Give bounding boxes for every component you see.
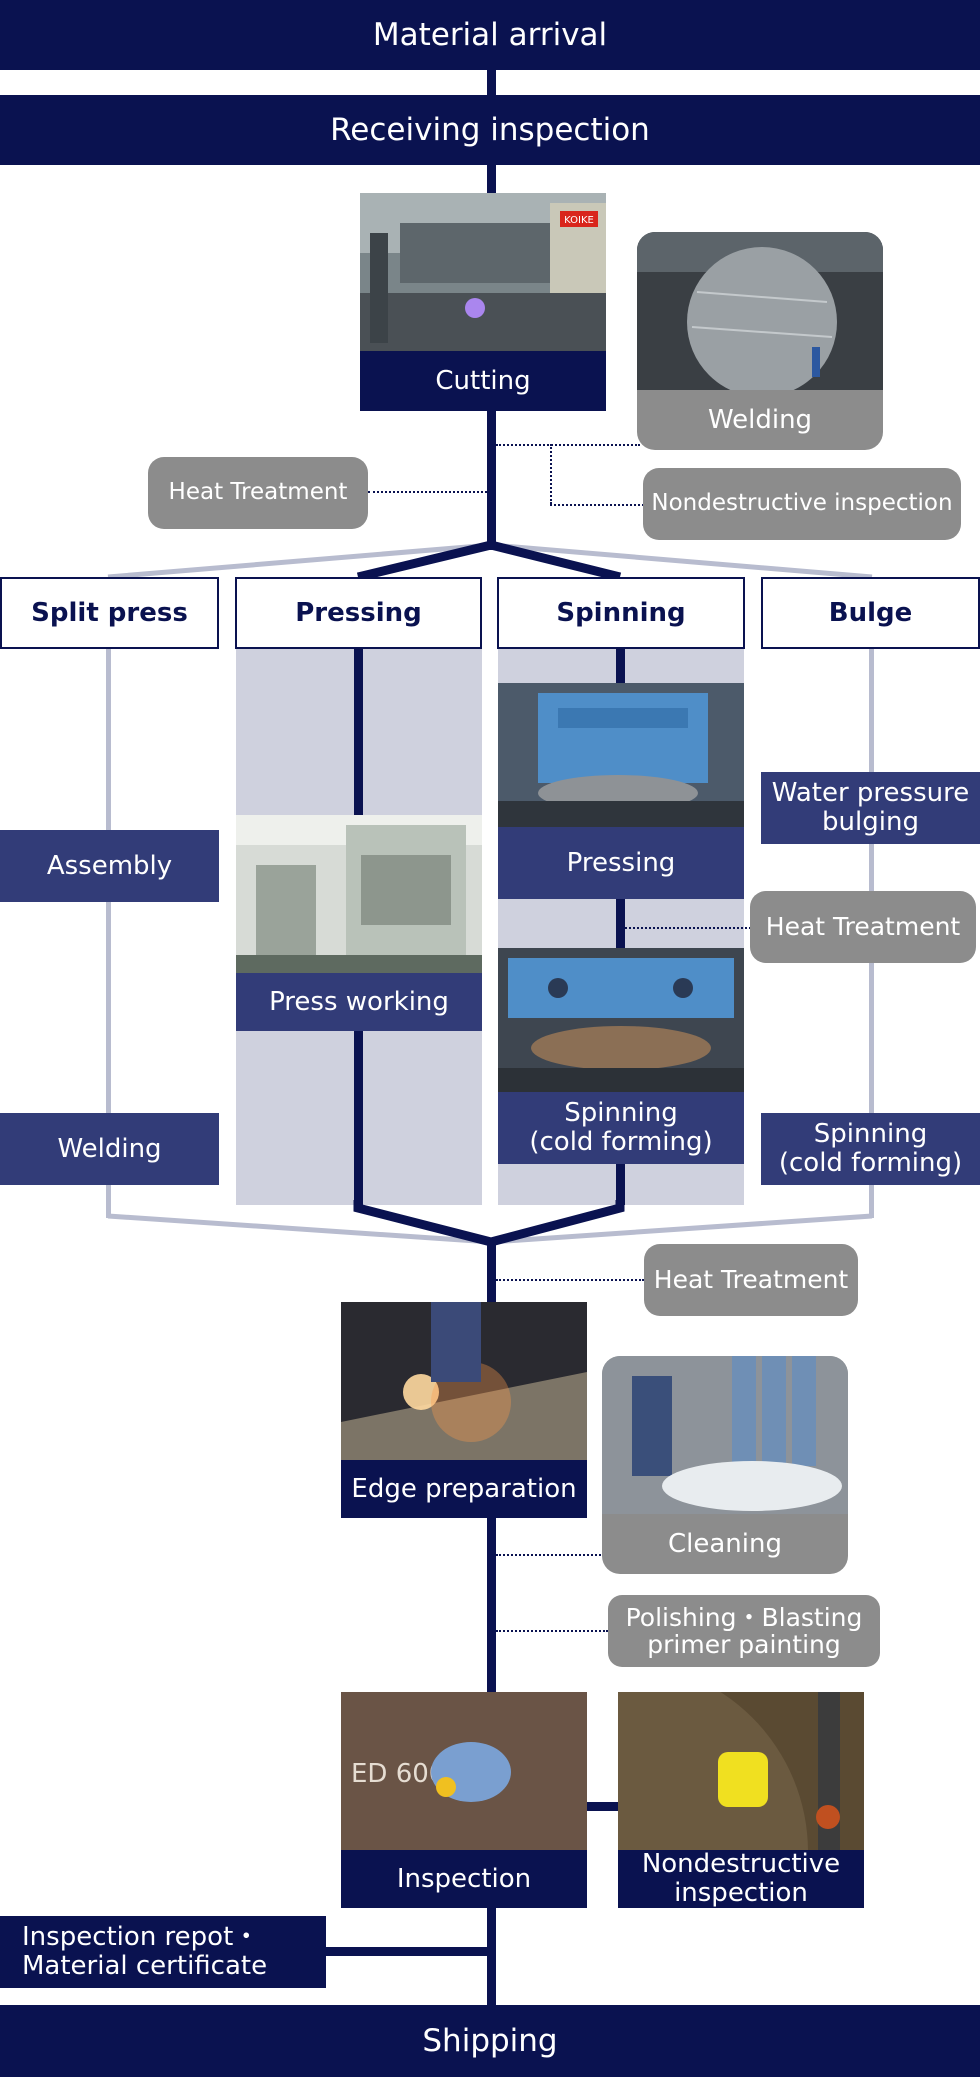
bulge-heat-treatment: Heat Treatment — [750, 891, 976, 963]
bulge-spinning-line2: (cold forming) — [778, 1148, 963, 1178]
inspection-photo: ED 6000 — [341, 1692, 587, 1850]
nondestructive-bottom-label: Nondestructive inspection — [618, 1850, 864, 1908]
nondestructive-bottom-photo — [618, 1692, 864, 1850]
receiving-inspection-bar: Receiving inspection — [0, 95, 980, 165]
split-press-flow-line — [106, 648, 111, 1218]
bulge-spinning-line1: Spinning — [813, 1119, 928, 1150]
press-working-photo — [236, 815, 482, 973]
branch-split-connector — [107, 540, 873, 582]
connector-welding-top — [496, 444, 640, 446]
connector-report — [326, 1947, 491, 1956]
bulge-spinning: Spinning (cold forming) — [761, 1113, 980, 1185]
welding-top-card: Welding — [637, 232, 883, 450]
edge-preparation-photo — [341, 1302, 587, 1460]
cutting-label: Cutting — [360, 351, 606, 411]
spinning-cold-line1: Spinning — [564, 1098, 678, 1129]
polishing-line1: Polishing・Blasting — [625, 1602, 863, 1632]
report-line2: Material certificate — [22, 1951, 268, 1981]
spinning-pressing-label: Pressing — [498, 827, 744, 899]
pressing-header: Pressing — [235, 577, 482, 649]
shipping-bar: Shipping — [0, 2005, 980, 2077]
polishing-line2: primer painting — [647, 1630, 841, 1659]
spinning-header: Spinning — [497, 577, 745, 649]
bulge-water-line1: Water pressure — [771, 778, 970, 809]
split-press-header: Split press — [0, 577, 219, 649]
bulge-water-pressure: Water pressure bulging — [761, 772, 980, 844]
split-press-assembly: Assembly — [0, 830, 219, 902]
spinning-flow-line-front — [616, 645, 625, 1205]
cleaning-photo — [602, 1356, 848, 1514]
cutting-photo: KOIKE — [360, 193, 606, 351]
split-press-welding: Welding — [0, 1113, 219, 1185]
report-line1: Inspection repot・ — [22, 1922, 260, 1953]
nondestructive-bottom-line2: inspection — [674, 1878, 808, 1908]
welding-top-label: Welding — [707, 405, 813, 435]
press-working-label: Press working — [236, 973, 482, 1031]
main-flow-line-bottom — [487, 1240, 496, 2040]
connector-ndi-top — [550, 504, 644, 506]
koike-logo-text: KOIKE — [564, 215, 594, 226]
cleaning-card: Cleaning — [602, 1356, 848, 1574]
connector-heat-spinning — [625, 927, 751, 929]
heat-treatment-mid: Heat Treatment — [644, 1244, 858, 1316]
nondestructive-bottom-line1: Nondestructive — [641, 1849, 841, 1880]
spinning-pressing-photo — [498, 683, 744, 827]
connector-polishing — [496, 1630, 608, 1632]
material-arrival-bar: Material arrival — [0, 0, 980, 70]
cleaning-label: Cleaning — [668, 1529, 782, 1559]
inspection-report-box: Inspection repot・ Material certificate — [0, 1916, 326, 1988]
connector-heat-mid — [496, 1279, 644, 1281]
connector-heat-top — [368, 491, 487, 493]
branch-merge-connector — [107, 1200, 873, 1247]
connector-ndi-bottom — [586, 1802, 618, 1811]
spinning-cold-photo — [498, 948, 744, 1092]
nondestructive-top: Nondestructive inspection — [643, 468, 961, 540]
welding-top-photo — [637, 232, 883, 390]
connector-cleaning — [496, 1554, 604, 1556]
polishing-blasting-box: Polishing・Blasting primer painting — [608, 1595, 880, 1667]
heat-treatment-top: Heat Treatment — [148, 457, 368, 529]
spinning-cold-label: Spinning (cold forming) — [498, 1092, 744, 1164]
spinning-cold-line2: (cold forming) — [529, 1127, 713, 1157]
bulge-header: Bulge — [761, 577, 980, 649]
edge-preparation-label: Edge preparation — [341, 1460, 587, 1518]
connector-ndi-vertical — [550, 444, 552, 504]
inspection-label: Inspection — [341, 1850, 587, 1908]
bulge-water-line2: bulging — [822, 807, 919, 837]
